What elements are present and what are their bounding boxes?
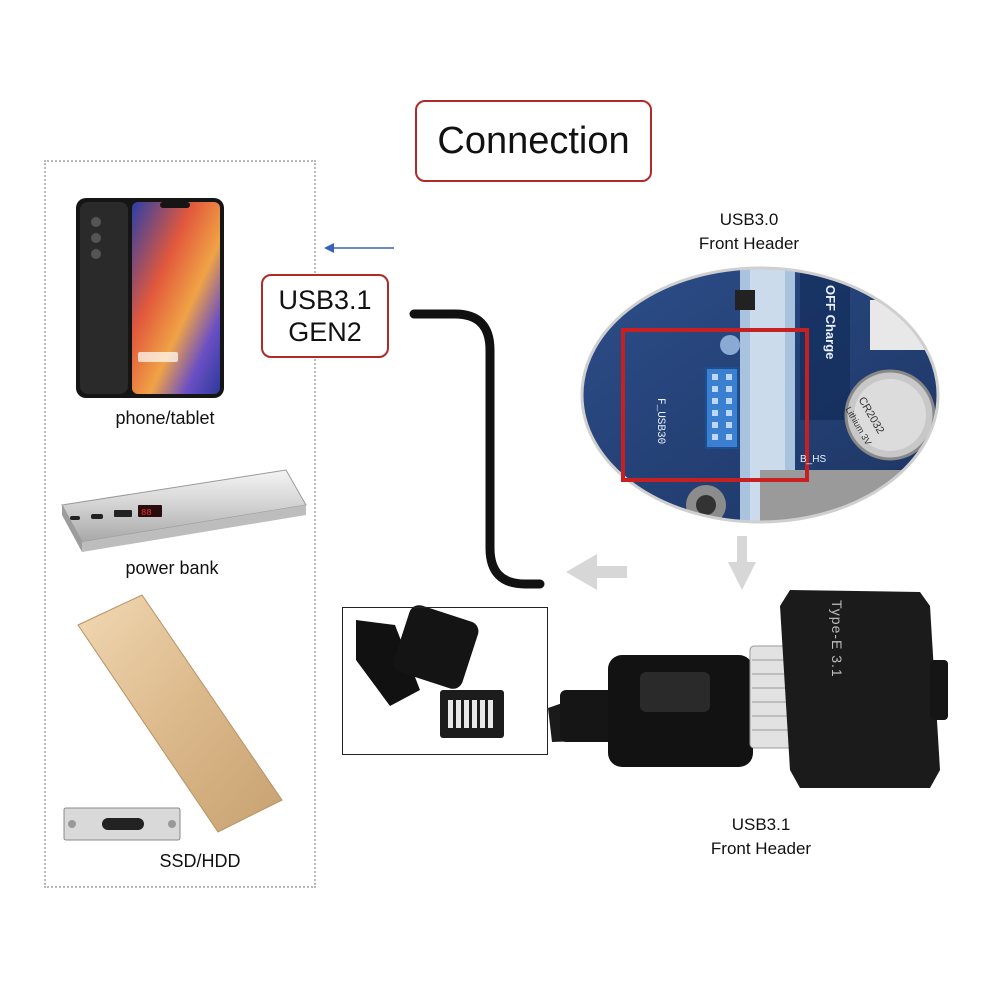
usb30-header-label: USB3.0 Front Header xyxy=(660,208,838,256)
usb31-header-line1: USB3.1 xyxy=(731,815,791,834)
usb30-header-line2: Front Header xyxy=(698,234,800,253)
title-box: Connection xyxy=(415,100,652,182)
ssd-image xyxy=(63,594,283,841)
grey-arrow-down xyxy=(728,536,756,590)
grey-arrow-left xyxy=(566,554,627,590)
phone-image xyxy=(76,198,224,398)
board-charge-label: OFF Charge xyxy=(823,285,838,360)
usb-cable xyxy=(409,309,545,589)
inset-connector-image xyxy=(356,605,504,738)
blue-arrow xyxy=(324,243,394,253)
svg-text:88: 88 xyxy=(141,508,152,518)
motherboard-oval xyxy=(580,266,940,524)
powerbank-image: 88 xyxy=(61,469,307,552)
connector-inset-frame xyxy=(342,607,548,755)
usb31-header-label: USB3.1 Front Header xyxy=(672,813,850,861)
device-panel xyxy=(44,160,316,888)
phone-caption: phone/tablet xyxy=(115,408,215,428)
powerbank-caption: power bank xyxy=(125,558,219,578)
adapter-text: Type-E 3.1 xyxy=(829,600,845,678)
board-hs-label: B_HS xyxy=(800,454,827,465)
adapter-image xyxy=(548,590,948,788)
usb-gen-badge: USB3.1 GEN2 xyxy=(261,274,389,358)
usb-badge-line2: GEN2 xyxy=(288,317,362,347)
usb-badge-line1: USB3.1 xyxy=(278,285,372,315)
usb31-header-line2: Front Header xyxy=(710,839,812,858)
board-port-label: F_USB30 xyxy=(654,398,666,445)
diagram-title: Connection xyxy=(437,119,630,162)
ssd-caption: SSD/HDD xyxy=(159,851,241,871)
usb30-header-line1: USB3.0 xyxy=(719,210,779,229)
